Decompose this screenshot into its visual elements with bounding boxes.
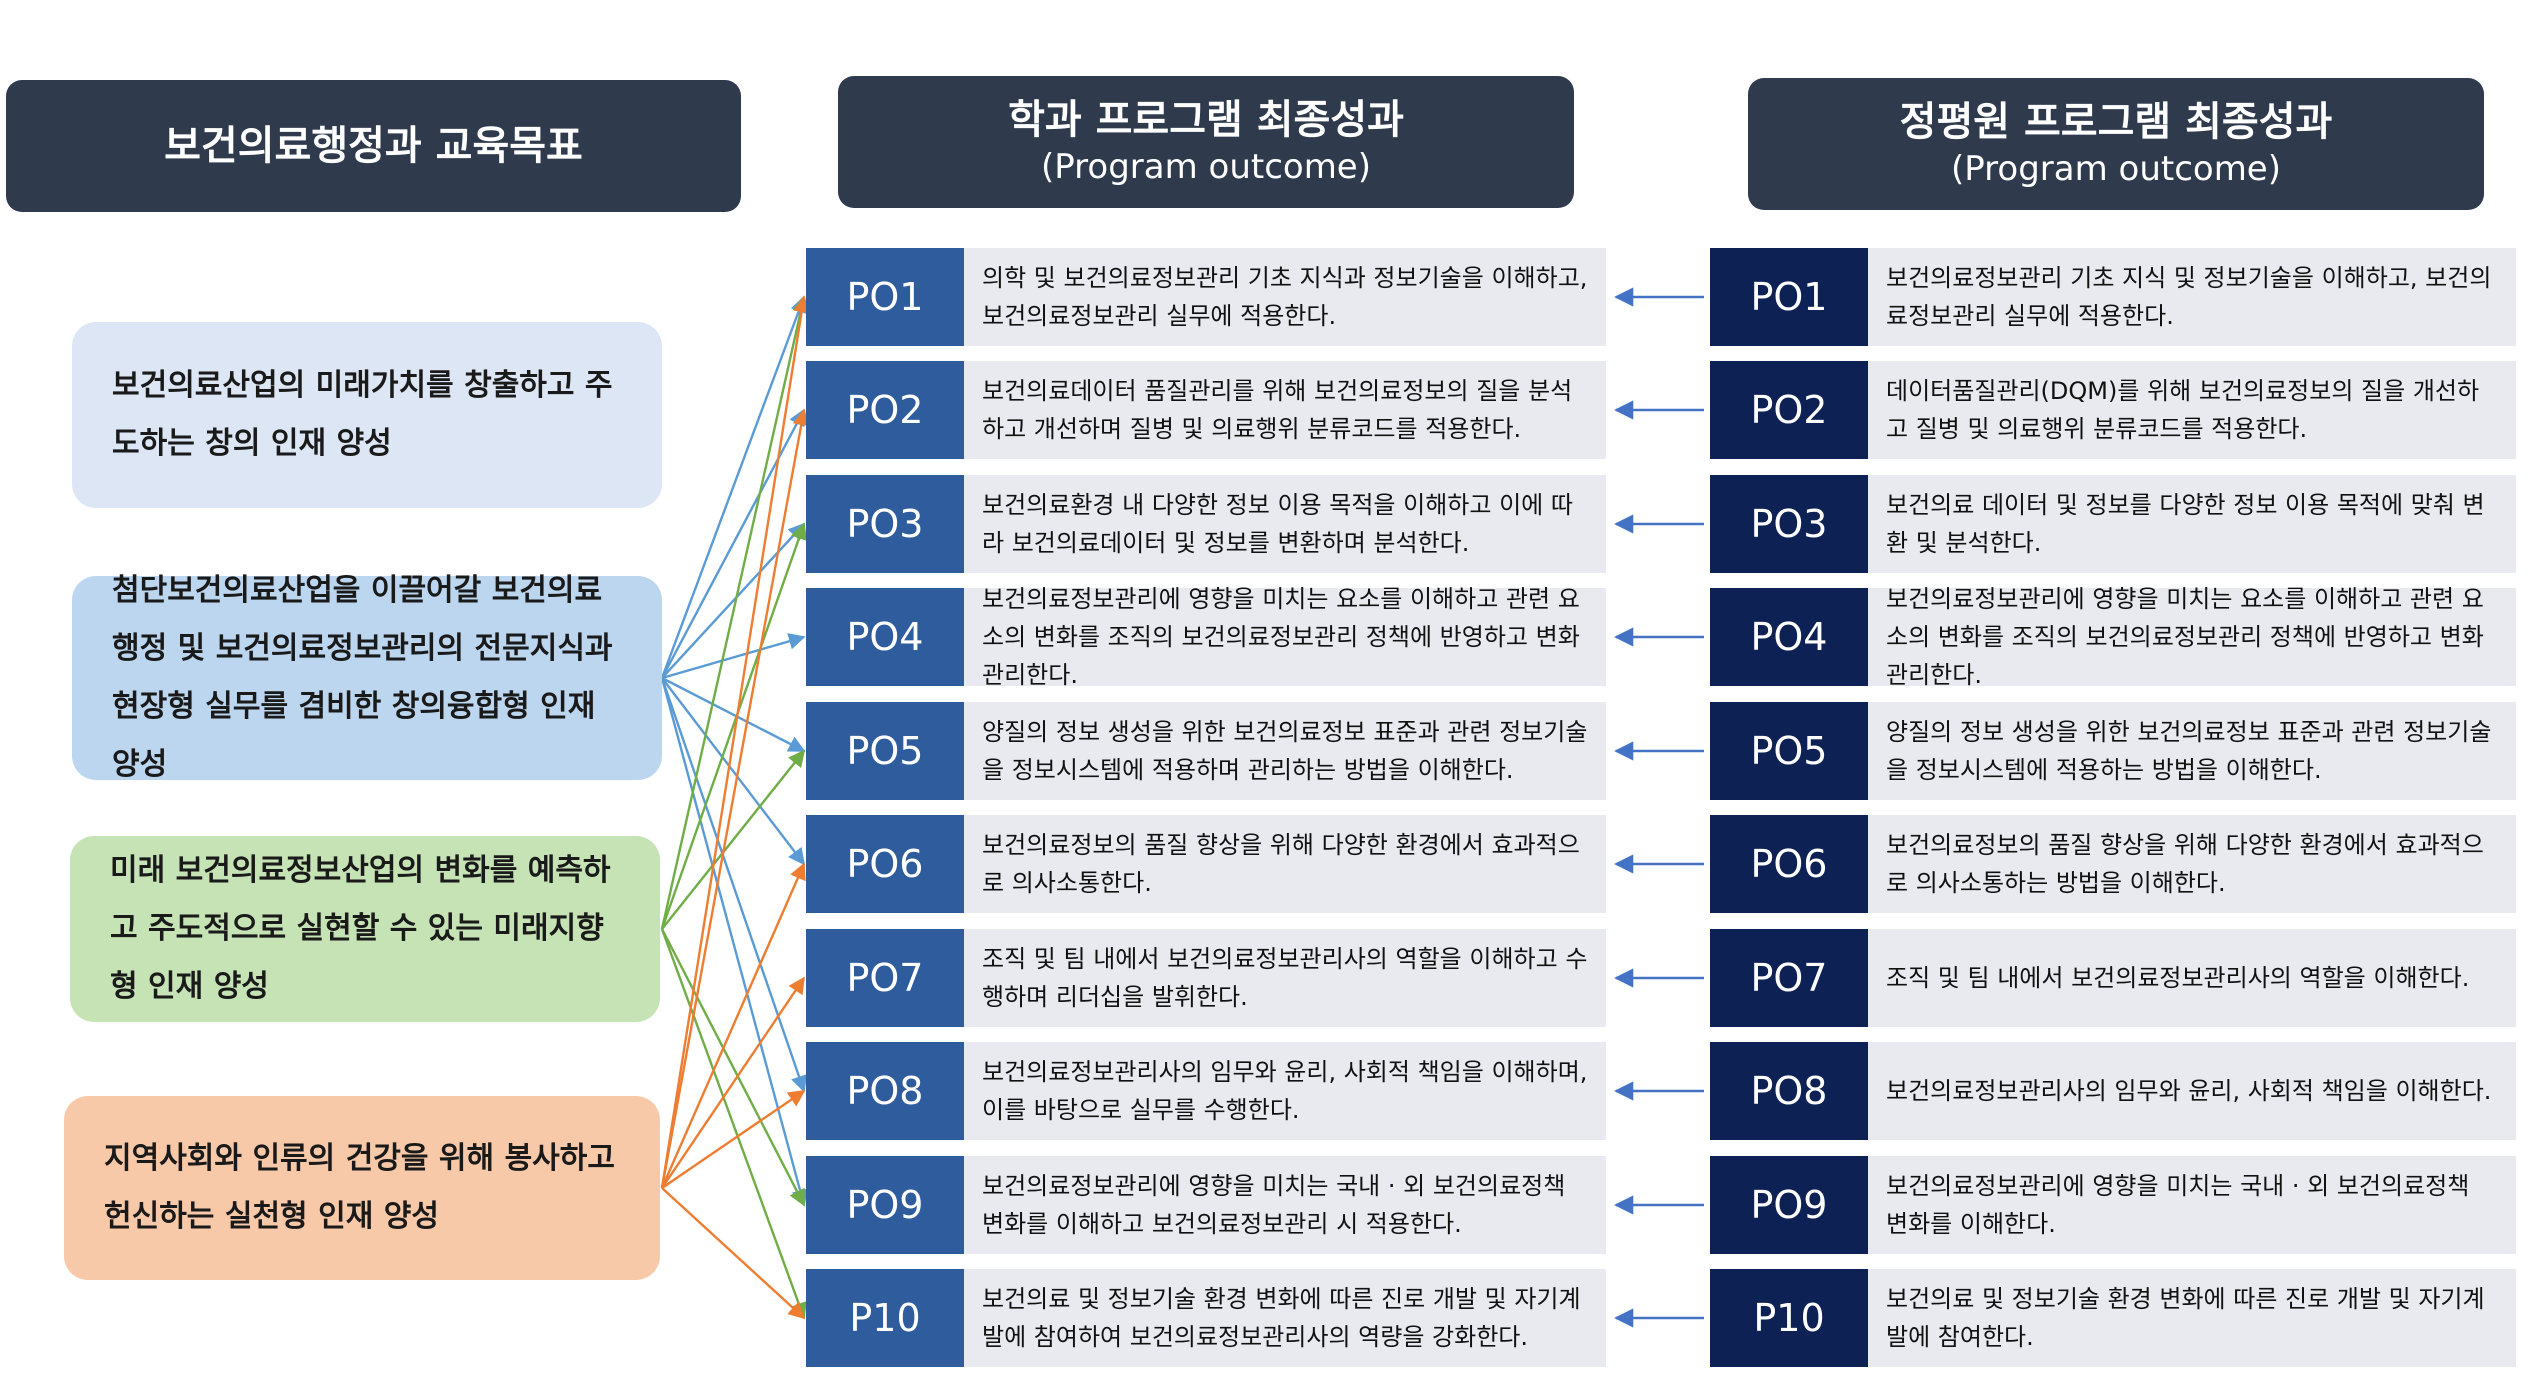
hrdk-po-code: PO4 xyxy=(1710,588,1868,686)
dept-po-code: PO5 xyxy=(806,702,964,800)
dept-outcome-row: PO4 보건의료정보관리에 영향을 미치는 요소를 이해하고 관련 요소의 변화… xyxy=(806,585,1606,689)
hrdk-po-code: PO1 xyxy=(1710,248,1868,346)
goal-to-po-link xyxy=(661,976,805,1189)
goal-2: 첨단보건의료산업을 이끌어갈 보건의료행정 및 보건의료정보관리의 전문지식과 … xyxy=(72,573,662,782)
hrdk-po-text: 보건의료정보관리사의 임무와 윤리, 사회적 책임을 이해한다. xyxy=(1868,1042,2516,1140)
hrdk-outcome-row: PO9 보건의료정보관리에 영향을 미치는 국내 · 외 보건의료정책 변화를 … xyxy=(1710,1156,2516,1254)
dept-po-text: 조직 및 팀 내에서 보건의료정보관리사의 역할을 이해하고 수행하며 리더십을… xyxy=(964,929,1606,1027)
dept-po-code: PO1 xyxy=(806,248,964,346)
goal-3: 미래 보건의료정보산업의 변화를 예측하고 주도적으로 실현할 수 있는 미래지… xyxy=(70,836,660,1022)
dept-outcome-row: PO7 조직 및 팀 내에서 보건의료정보관리사의 역할을 이해하고 수행하며 … xyxy=(806,929,1606,1027)
dept-outcome-row: PO9 보건의료정보관리에 영향을 미치는 국내 · 외 보건의료정책 변화를 … xyxy=(806,1156,1606,1254)
goal-to-po-link xyxy=(661,1187,806,1320)
hrdk-header-subtitle: (Program outcome) xyxy=(1950,149,2281,189)
dept-po-text: 보건의료환경 내 다양한 정보 이용 목적을 이해하고 이에 따라 보건의료데이… xyxy=(964,475,1606,573)
hrdk-po-text: 양질의 정보 생성을 위한 보건의료정보 표준과 관련 정보기술을 정보시스템에… xyxy=(1868,702,2516,800)
goal-to-po-link xyxy=(660,295,807,679)
hrdk-po-code: P10 xyxy=(1710,1269,1868,1367)
dept-po-code: PO2 xyxy=(806,361,964,459)
hrdk-outcome-row: PO7 조직 및 팀 내에서 보건의료정보관리사의 역할을 이해한다. xyxy=(1710,929,2516,1027)
hrdk-po-code: PO9 xyxy=(1710,1156,1868,1254)
hrdk-po-code: PO2 xyxy=(1710,361,1868,459)
dept-po-text: 보건의료정보관리에 영향을 미치는 요소를 이해하고 관련 요소의 변화를 조직… xyxy=(964,585,1606,689)
dept-outcome-row: P10 보건의료 및 정보기술 환경 변화에 따른 진로 개발 및 자기계발에 … xyxy=(806,1269,1606,1367)
hrdk-outcome-row: PO6 보건의료정보의 품질 향상을 위해 다양한 환경에서 효과적으로 의사소… xyxy=(1710,815,2516,913)
dept-outcome-row: PO6 보건의료정보의 품질 향상을 위해 다양한 환경에서 효과적으로 의사소… xyxy=(806,815,1606,913)
goal-to-po-link xyxy=(660,522,807,930)
dept-po-text: 보건의료 및 정보기술 환경 변화에 따른 진로 개발 및 자기계발에 참여하여… xyxy=(964,1269,1606,1367)
goal-to-po-link xyxy=(660,408,806,679)
hrdk-outcome-row: P10 보건의료 및 정보기술 환경 변화에 따른 진로 개발 및 자기계발에 … xyxy=(1710,1269,2516,1367)
goal-3-text: 미래 보건의료정보산업의 변화를 예측하고 주도적으로 실현할 수 있는 미래지… xyxy=(110,853,611,1004)
hrdk-outcome-row: PO2 데이터품질관리(DQM)를 위해 보건의료정보의 질을 개선하고 질병 … xyxy=(1710,361,2516,459)
hrdk-outcome-header: 정평원 프로그램 최종성과 (Program outcome) xyxy=(1748,78,2484,210)
dept-po-code: PO8 xyxy=(806,1042,964,1140)
dept-outcome-row: PO8 보건의료정보관리사의 임무와 윤리, 사회적 책임을 이해하며, 이를 … xyxy=(806,1042,1606,1140)
hrdk-outcome-row: PO5 양질의 정보 생성을 위한 보건의료정보 표준과 관련 정보기술을 정보… xyxy=(1710,702,2516,800)
goal-1: 보건의료산업의 미래가치를 창출하고 주도하는 창의 인재 양성 xyxy=(72,322,662,508)
goal-1-text: 보건의료산업의 미래가치를 창출하고 주도하는 창의 인재 양성 xyxy=(112,368,613,461)
dept-po-text: 양질의 정보 생성을 위한 보건의료정보 표준과 관련 정보기술을 정보시스템에… xyxy=(964,702,1606,800)
hrdk-po-text: 조직 및 팀 내에서 보건의료정보관리사의 역할을 이해한다. xyxy=(1868,929,2516,1027)
goal-to-po-link xyxy=(661,749,806,930)
goal-to-po-link xyxy=(661,633,806,680)
hrdk-po-text: 보건의료 데이터 및 정보를 다양한 정보 이용 목적에 맞춰 변환 및 분석한… xyxy=(1868,475,2516,573)
dept-po-code: PO6 xyxy=(806,815,964,913)
hrdk-po-text: 데이터품질관리(DQM)를 위해 보건의료정보의 질을 개선하고 질병 및 의료… xyxy=(1868,361,2516,459)
dept-po-text: 의학 및 보건의료정보관리 기초 지식과 정보기술을 이해하고, 보건의료정보관… xyxy=(964,248,1606,346)
goal-to-po-link xyxy=(661,522,806,679)
hrdk-po-text: 보건의료정보관리에 영향을 미치는 요소를 이해하고 관련 요소의 변화를 조직… xyxy=(1868,585,2516,689)
hrdk-po-code: PO7 xyxy=(1710,929,1868,1027)
dept-outcome-row: PO2 보건의료데이터 품질관리를 위해 보건의료정보의 질을 분석하고 개선하… xyxy=(806,361,1606,459)
hrdk-outcome-row: PO8 보건의료정보관리사의 임무와 윤리, 사회적 책임을 이해한다. xyxy=(1710,1042,2516,1140)
hrdk-outcome-row: PO4 보건의료정보관리에 영향을 미치는 요소를 이해하고 관련 요소의 변화… xyxy=(1710,585,2516,689)
hrdk-po-text: 보건의료정보관리에 영향을 미치는 국내 · 외 보건의료정책 변화를 이해한다… xyxy=(1868,1156,2516,1254)
dept-outcome-row: PO5 양질의 정보 생성을 위한 보건의료정보 표준과 관련 정보기술을 정보… xyxy=(806,702,1606,800)
dept-po-code: P10 xyxy=(806,1269,964,1367)
hrdk-po-text: 보건의료 및 정보기술 환경 변화에 따른 진로 개발 및 자기계발에 참여한다… xyxy=(1868,1269,2516,1367)
hrdk-po-code: PO6 xyxy=(1710,815,1868,913)
dept-po-text: 보건의료데이터 품질관리를 위해 보건의료정보의 질을 분석하고 개선하며 질병… xyxy=(964,361,1606,459)
dept-po-text: 보건의료정보의 품질 향상을 위해 다양한 환경에서 효과적으로 의사소통한다. xyxy=(964,815,1606,913)
goal-4: 지역사회와 인류의 건강을 위해 봉사하고 헌신하는 실천형 인재 양성 xyxy=(64,1096,660,1280)
goal-4-text: 지역사회와 인류의 건강을 위해 봉사하고 헌신하는 실천형 인재 양성 xyxy=(104,1141,615,1234)
dept-po-code: PO4 xyxy=(806,588,964,686)
dept-po-text: 보건의료정보관리에 영향을 미치는 국내 · 외 보건의료정책 변화를 이해하고… xyxy=(964,1156,1606,1254)
goal-to-po-link xyxy=(661,677,806,866)
hrdk-header-title: 정평원 프로그램 최종성과 xyxy=(1899,99,2333,145)
goal-2-text: 첨단보건의료산업을 이끌어갈 보건의료행정 및 보건의료정보관리의 전문지식과 … xyxy=(112,573,613,782)
hrdk-po-text: 보건의료정보관리 기초 지식 및 정보기술을 이해하고, 보건의료정보관리 실무… xyxy=(1868,248,2516,346)
hrdk-po-code: PO3 xyxy=(1710,475,1868,573)
goal-to-po-link xyxy=(660,408,810,1189)
dept-header-subtitle: (Program outcome) xyxy=(1040,147,1371,187)
dept-outcome-row: PO1 의학 및 보건의료정보관리 기초 지식과 정보기술을 이해하고, 보건의… xyxy=(806,248,1606,346)
dept-outcome-header: 학과 프로그램 최종성과 (Program outcome) xyxy=(838,76,1574,208)
goals-header-title: 보건의료행정과 교육목표 xyxy=(164,123,583,169)
goal-to-po-link xyxy=(660,295,810,1189)
goal-to-po-link xyxy=(660,677,808,1093)
goal-to-po-link xyxy=(660,928,806,1207)
goal-to-po-link xyxy=(660,862,806,1189)
goal-to-po-link xyxy=(660,295,809,930)
dept-header-title: 학과 프로그램 최종성과 xyxy=(1008,97,1404,143)
dept-po-code: PO3 xyxy=(806,475,964,573)
goal-to-po-link xyxy=(661,676,806,753)
hrdk-po-code: PO5 xyxy=(1710,702,1868,800)
dept-outcome-row: PO3 보건의료환경 내 다양한 정보 이용 목적을 이해하고 이에 따라 보건… xyxy=(806,475,1606,573)
goal-to-po-link xyxy=(661,1090,806,1189)
dept-po-code: PO9 xyxy=(806,1156,964,1254)
hrdk-po-code: PO8 xyxy=(1710,1042,1868,1140)
goal-to-po-link xyxy=(660,928,807,1320)
hrdk-outcome-row: PO3 보건의료 데이터 및 정보를 다양한 정보 이용 목적에 맞춰 변환 및… xyxy=(1710,475,2516,573)
hrdk-outcome-row: PO1 보건의료정보관리 기초 지식 및 정보기술을 이해하고, 보건의료정보관… xyxy=(1710,248,2516,346)
dept-po-code: PO7 xyxy=(806,929,964,1027)
hrdk-po-text: 보건의료정보의 품질 향상을 위해 다양한 환경에서 효과적으로 의사소통하는 … xyxy=(1868,815,2516,913)
dept-po-text: 보건의료정보관리사의 임무와 윤리, 사회적 책임을 이해하며, 이를 바탕으로… xyxy=(964,1042,1606,1140)
goals-header: 보건의료행정과 교육목표 xyxy=(6,80,741,212)
goal-to-po-link xyxy=(660,677,809,1207)
